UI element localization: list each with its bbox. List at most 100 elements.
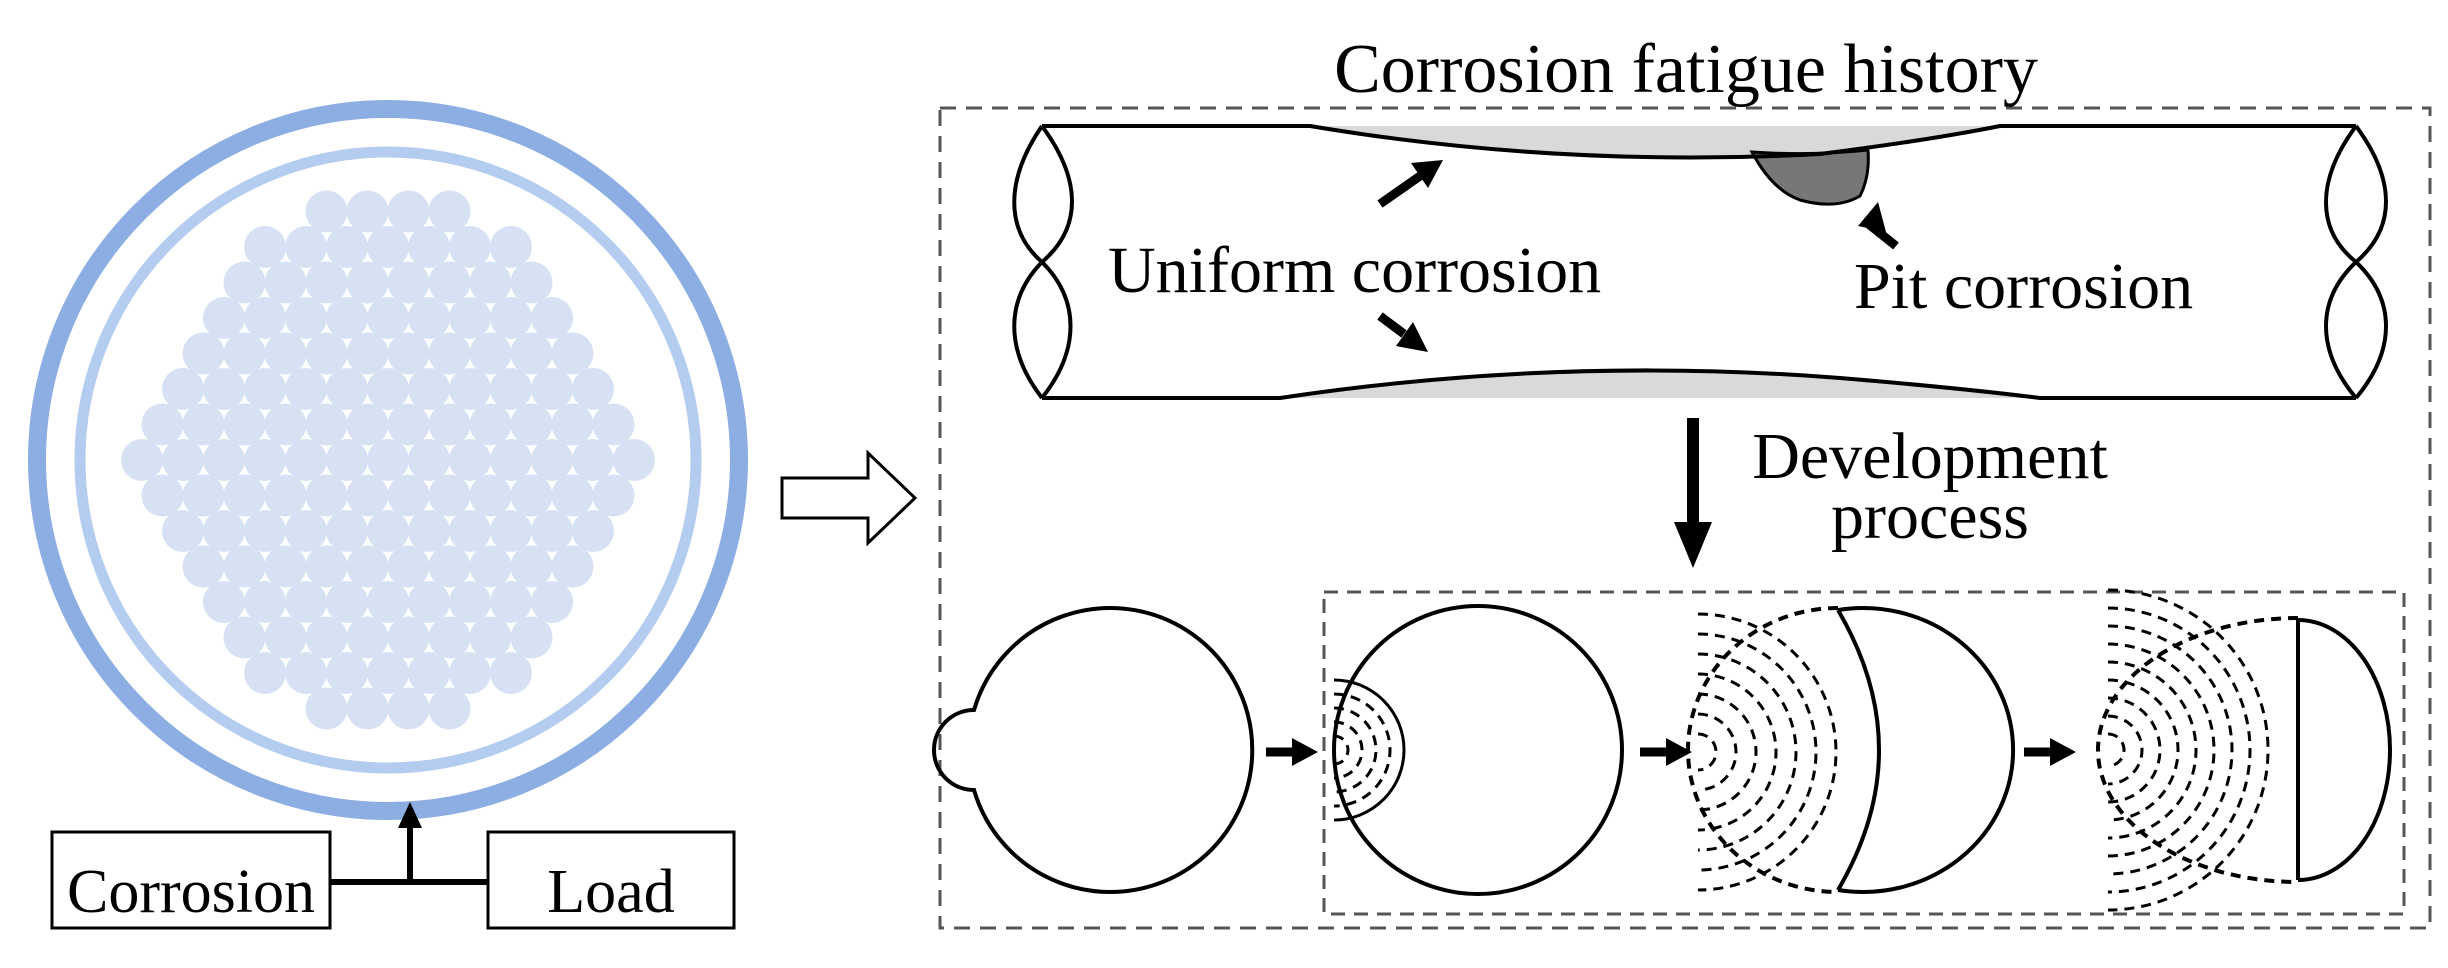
crack-front-arc: [1697, 712, 1738, 792]
steel-wire: [428, 474, 471, 517]
arrow-right-icon: [1640, 738, 1692, 766]
input-factors: Corrosion Load: [50, 802, 736, 930]
steel-wire: [387, 261, 430, 304]
crack-front-arc: [1697, 652, 1798, 852]
steel-wire: [531, 439, 573, 481]
steel-wire: [428, 687, 471, 730]
crack-front-arc: [2107, 678, 2180, 822]
steel-wire: [346, 261, 389, 304]
steel-wire: [223, 403, 266, 446]
steel-wire: [387, 190, 430, 233]
stage-2-crack-initiation: [1332, 604, 1624, 896]
stage-3-crack-growth: [1686, 606, 2016, 894]
steel-wire: [367, 581, 409, 623]
load-label: Load: [547, 858, 674, 926]
history-box: [938, 106, 2432, 930]
steel-wire: [408, 581, 450, 623]
steel-wire: [490, 510, 532, 552]
steel-wire: [449, 510, 491, 552]
steel-wire: [203, 439, 245, 481]
steel-wire: [244, 368, 286, 410]
steel-wire: [490, 439, 532, 481]
steel-wire: [408, 297, 450, 339]
arrow-right-icon: [1266, 738, 1318, 766]
steel-wire: [346, 332, 389, 375]
steel-wire: [387, 332, 430, 375]
steel-wire: [531, 510, 573, 552]
steel-wire: [244, 652, 286, 694]
crack-front-arc: [2107, 714, 2144, 786]
steel-wire: [346, 474, 389, 517]
steel-wire: [244, 510, 286, 552]
steel-wire: [162, 510, 204, 552]
steel-wire: [305, 687, 348, 730]
steel-wire: [264, 403, 307, 446]
steel-wire: [326, 439, 368, 481]
steel-wire: [510, 616, 553, 659]
steel-wire: [305, 616, 348, 659]
uniform-corrosion-top: [1310, 126, 2000, 158]
steel-wire: [531, 581, 573, 623]
uniform-corrosion-label: Uniform corrosion: [1108, 234, 1601, 307]
steel-wire: [490, 226, 532, 268]
crack-front-arc: [1697, 692, 1758, 812]
steel-wire: [387, 545, 430, 588]
steel-wire: [428, 332, 471, 375]
steel-wire: [449, 439, 491, 481]
steel-wire: [367, 226, 409, 268]
stage-3-crack-front: [1836, 608, 1881, 892]
steel-wire: [408, 510, 450, 552]
steel-wire: [346, 687, 389, 730]
stage-2-section: [1332, 604, 1624, 896]
development-label-line1: Development: [1752, 420, 2108, 493]
steel-wire: [469, 332, 512, 375]
steel-wire: [244, 226, 286, 268]
steel-wire: [408, 368, 450, 410]
steel-wire: [490, 368, 532, 410]
steel-wire: [326, 297, 368, 339]
steel-wire: [264, 616, 307, 659]
steel-wire: [449, 581, 491, 623]
steel-wire: [469, 545, 512, 588]
steel-wire: [367, 652, 409, 694]
steel-wire: [572, 439, 614, 481]
wire-right-end: [2324, 124, 2388, 400]
steel-wire: [162, 439, 204, 481]
stage-1-pit-section: [932, 606, 1255, 894]
crack-front-arc: [1333, 692, 1392, 808]
steel-wire: [449, 297, 491, 339]
steel-wire: [428, 616, 471, 659]
crack-front-arc: [2107, 732, 2126, 768]
steel-wire: [182, 403, 225, 446]
wire-segment: [1012, 124, 2388, 400]
crack-front-arc: [1333, 734, 1350, 766]
steel-wire: [428, 261, 471, 304]
steel-wire: [305, 190, 348, 233]
steel-wire: [490, 581, 532, 623]
cable-cross-section: [28, 100, 748, 820]
stage-4-section: [2297, 618, 2392, 882]
steel-wire: [162, 368, 204, 410]
steel-wire: [469, 474, 512, 517]
steel-wire: [285, 439, 327, 481]
steel-wire: [285, 652, 327, 694]
steel-wire: [326, 581, 368, 623]
steel-wire: [469, 403, 512, 446]
steel-wire: [408, 439, 450, 481]
steel-wire: [469, 261, 512, 304]
steel-wire: [346, 545, 389, 588]
crack-front-arc: [2107, 624, 2234, 876]
steel-wire: [449, 226, 491, 268]
steel-wire: [387, 687, 430, 730]
arrow-down-icon: [1674, 418, 1712, 568]
steel-wire: [367, 297, 409, 339]
arrow-icon-uniform-up: [1377, 160, 1443, 208]
steel-wire: [408, 652, 450, 694]
corrosion-label: Corrosion: [67, 858, 315, 926]
development-label-line2: process: [1831, 480, 2029, 553]
steel-wire: [305, 261, 348, 304]
crack-front-arc: [2107, 588, 2270, 912]
steel-wire: [551, 474, 594, 517]
steel-wire: [285, 581, 327, 623]
